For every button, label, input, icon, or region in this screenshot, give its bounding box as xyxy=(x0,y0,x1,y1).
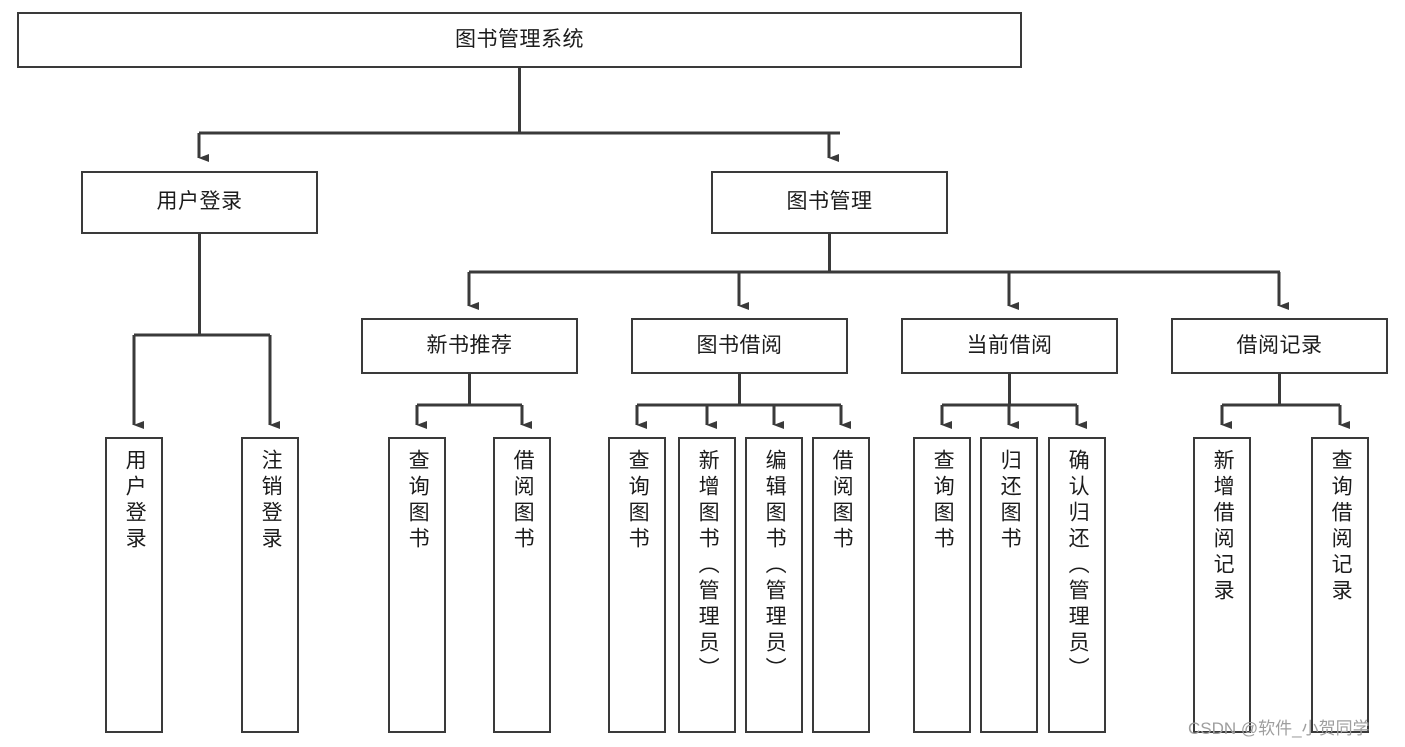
leaf-book-borrow-query[interactable]: 查询图书 xyxy=(608,437,666,733)
node-borrow-record-label: 借阅记录 xyxy=(1236,333,1323,357)
leaf-current-borrow-confirm-return[interactable]: 确认归还（管理员） xyxy=(1048,437,1106,733)
node-book-borrow[interactable]: 图书借阅 xyxy=(631,318,848,374)
node-root-system[interactable]: 图书管理系统 xyxy=(17,12,1022,68)
leaf-borrow-record-query[interactable]: 查询借阅记录 xyxy=(1311,437,1369,733)
leaf-current-borrow-query-label: 查询图书 xyxy=(931,449,955,553)
leaf-user-login-login[interactable]: 用户登录 xyxy=(105,437,163,733)
leaf-borrow-record-query-label: 查询借阅记录 xyxy=(1329,449,1353,605)
leaf-current-borrow-return-label: 归还图书 xyxy=(998,449,1022,553)
node-new-book-recommend[interactable]: 新书推荐 xyxy=(361,318,578,374)
leaf-book-borrow-edit[interactable]: 编辑图书（管理员） xyxy=(745,437,803,733)
node-borrow-record[interactable]: 借阅记录 xyxy=(1171,318,1388,374)
node-root-system-label: 图书管理系统 xyxy=(455,27,584,51)
leaf-book-borrow-edit-label: 编辑图书（管理员） xyxy=(763,449,787,683)
leaf-borrow-record-add[interactable]: 新增借阅记录 xyxy=(1193,437,1251,733)
leaf-current-borrow-confirm-return-label: 确认归还（管理员） xyxy=(1066,449,1090,683)
leaf-borrow-record-add-label: 新增借阅记录 xyxy=(1211,449,1235,605)
leaf-book-borrow-add-label: 新增图书（管理员） xyxy=(696,449,720,683)
leaf-new-book-borrow-label: 借阅图书 xyxy=(511,449,535,553)
leaf-new-book-query-label: 查询图书 xyxy=(406,449,430,553)
leaf-book-borrow-query-label: 查询图书 xyxy=(626,449,650,553)
leaf-book-borrow-add[interactable]: 新增图书（管理员） xyxy=(678,437,736,733)
node-new-book-recommend-label: 新书推荐 xyxy=(426,333,513,357)
leaf-book-borrow-borrow-label: 借阅图书 xyxy=(830,449,854,553)
leaf-book-borrow-borrow[interactable]: 借阅图书 xyxy=(812,437,870,733)
csdn-watermark: CSDN @软件_小贺同学 xyxy=(1188,719,1370,738)
leaf-user-login-logout[interactable]: 注销登录 xyxy=(241,437,299,733)
node-book-manage-label: 图书管理 xyxy=(786,190,873,214)
node-current-borrow[interactable]: 当前借阅 xyxy=(901,318,1118,374)
node-current-borrow-label: 当前借阅 xyxy=(966,333,1053,357)
node-user-login-label: 用户登录 xyxy=(156,190,243,214)
node-book-borrow-label: 图书借阅 xyxy=(696,333,783,357)
node-user-login[interactable]: 用户登录 xyxy=(81,171,318,234)
leaf-user-login-login-label: 用户登录 xyxy=(123,449,147,553)
node-book-manage[interactable]: 图书管理 xyxy=(711,171,948,234)
leaf-current-borrow-query[interactable]: 查询图书 xyxy=(913,437,971,733)
leaf-user-login-logout-label: 注销登录 xyxy=(259,449,283,553)
leaf-current-borrow-return[interactable]: 归还图书 xyxy=(980,437,1038,733)
leaf-new-book-query[interactable]: 查询图书 xyxy=(388,437,446,733)
leaf-new-book-borrow[interactable]: 借阅图书 xyxy=(493,437,551,733)
